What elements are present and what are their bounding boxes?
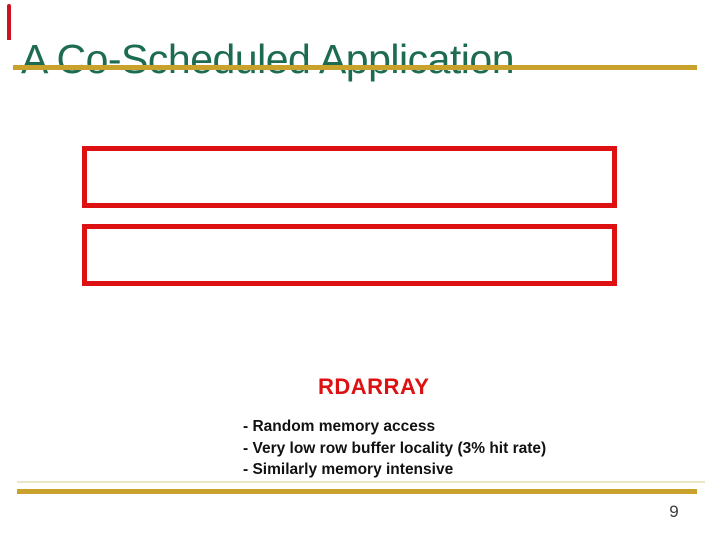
bullet-row-buffer-locality: - Very low row buffer locality (3% hit r… bbox=[243, 439, 547, 457]
application-name-label: RDARRAY bbox=[318, 374, 430, 399]
title-divider-rule bbox=[13, 65, 697, 70]
highlight-box-2 bbox=[82, 224, 617, 286]
slide-title: A Co-Scheduled Application bbox=[21, 36, 515, 83]
bullet-memory-intensive: - Similarly memory intensive bbox=[243, 461, 454, 478]
footer-divider-rule bbox=[17, 489, 697, 494]
bullet-random-access: - Random memory access bbox=[243, 418, 436, 435]
corner-accent-mark bbox=[7, 4, 11, 40]
page-number: 9 bbox=[669, 502, 679, 521]
highlight-box-1 bbox=[82, 146, 617, 208]
bullet-list: - Random memory access - Very low row bu… bbox=[243, 416, 546, 481]
footer-divider-thin-rule bbox=[17, 481, 705, 483]
